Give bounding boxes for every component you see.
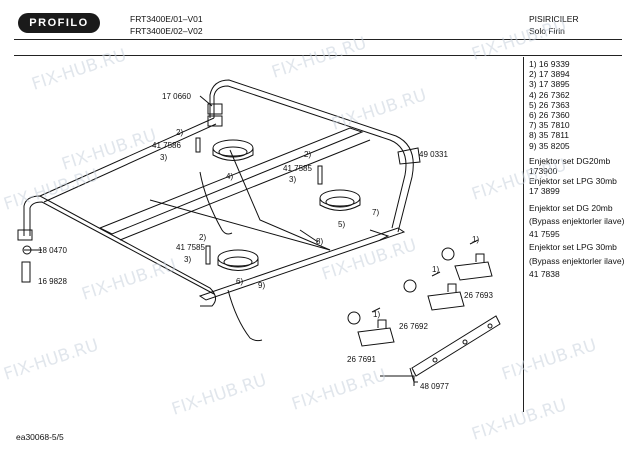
note-line: (Bypass enjektorler ilave) [529, 256, 625, 266]
label-417585-front: 41 7585 [176, 243, 205, 252]
frame-top-tube-outer [209, 79, 414, 233]
label-2-front: 2) [199, 233, 207, 242]
label-3-rear: 3) [160, 153, 168, 162]
label-4: 4) [226, 172, 234, 181]
label-480977: 48 0977 [420, 382, 449, 391]
model-line-2: FRT3400E/02–V02 [130, 26, 203, 36]
gas-line-2 [229, 149, 331, 251]
label-417586: 41 7586 [152, 141, 181, 150]
frame-rear-tube [39, 117, 215, 197]
cross-bar-1 [98, 127, 364, 235]
label-1-a: 1) [472, 235, 480, 244]
label-267693: 26 7693 [464, 291, 493, 300]
electrode-2 [317, 165, 323, 185]
thermocouple-wire-2 [227, 289, 263, 342]
category-subtitle: Solo Firin [529, 26, 565, 36]
parts-list-item: 2) 17 3894 [529, 69, 570, 80]
bracket-490331 [397, 147, 421, 165]
electrode-1 [195, 137, 201, 153]
label-8: 8) [316, 237, 324, 246]
thermocouple-wire-1 [199, 171, 233, 235]
drawing-code: ea30068-5/5 [16, 432, 64, 442]
label-170660: 17 0660 [162, 92, 191, 101]
label-5: 5) [338, 220, 346, 229]
cross-bar-front [198, 227, 406, 301]
fitting-180470 [17, 229, 33, 241]
note-line: 173900 [529, 166, 558, 176]
note-line: Enjektor set DG 20mb [529, 203, 613, 213]
label-3-front: 3) [184, 255, 192, 264]
valve-267691 [347, 307, 395, 347]
brand-logo: PROFILO [18, 13, 100, 33]
parts-column-divider [523, 57, 524, 412]
note-line: Enjektor set LPG 30mb [529, 176, 617, 186]
gas-line-diag [149, 199, 331, 251]
label-169828: 16 9828 [38, 277, 67, 286]
fitting-170660 [207, 103, 223, 115]
label-1-b: 1) [432, 265, 440, 274]
burner-right [319, 189, 361, 207]
model-line-1: FRT3400E/01–V01 [130, 14, 203, 24]
burner-front [217, 249, 259, 267]
note-line: 41 7595 [529, 229, 560, 239]
parts-list-item: 3) 17 3895 [529, 79, 570, 90]
note-line: 17 3899 [529, 186, 560, 196]
category-title: PISIRICILER [529, 14, 579, 24]
electrode-3 [205, 245, 211, 265]
note-line: Enjektor set LPG 30mb [529, 242, 617, 252]
label-267691: 26 7691 [347, 355, 376, 364]
label-180470: 18 0470 [38, 246, 67, 255]
valve-267692 [403, 271, 465, 311]
cross-bar-2 [119, 139, 371, 241]
parts-list-item: 6) 26 7360 [529, 110, 570, 121]
label-3-right: 3) [289, 175, 297, 184]
valve-267693 [441, 239, 493, 281]
front-rail-480977 [411, 315, 501, 377]
parts-list-item: 8) 35 7811 [529, 130, 570, 141]
fitting-169828 [21, 261, 31, 283]
diagram-top-divider [14, 55, 622, 56]
header-divider [14, 39, 622, 40]
label-2-right: 2) [304, 150, 312, 159]
burner-rear [212, 139, 254, 157]
parts-list-item: 5) 26 7363 [529, 99, 570, 110]
bracket-5 [369, 229, 390, 241]
parts-list-item: 9) 35 8205 [529, 140, 570, 151]
label-417585-right: 41 7585 [283, 164, 312, 173]
note-line: 41 7838 [529, 269, 560, 279]
label-267692: 26 7692 [399, 322, 428, 331]
frame-rear-tube-inner [43, 123, 217, 203]
label-7: 7) [372, 208, 380, 217]
label-9: 9) [258, 281, 266, 290]
label-6: 6) [236, 277, 244, 286]
label-490331: 49 0331 [419, 150, 448, 159]
frame-left-tube-inner [29, 201, 215, 295]
parts-list-item: 1) 16 9339 [529, 59, 570, 69]
parts-list: 1) 16 9339 2) 17 3894 3) 17 3895 4) 26 7… [529, 59, 570, 151]
note-line: Enjektor set DG20mb [529, 156, 611, 166]
label-1-c: 1) [373, 310, 381, 319]
note-line: (Bypass enjektorler ilave) [529, 216, 625, 226]
parts-list-item: 4) 26 7362 [529, 89, 570, 100]
label-2-rear: 2) [176, 128, 184, 137]
frame-left-tube [23, 195, 216, 307]
parts-list-item: 7) 35 7810 [529, 120, 570, 131]
